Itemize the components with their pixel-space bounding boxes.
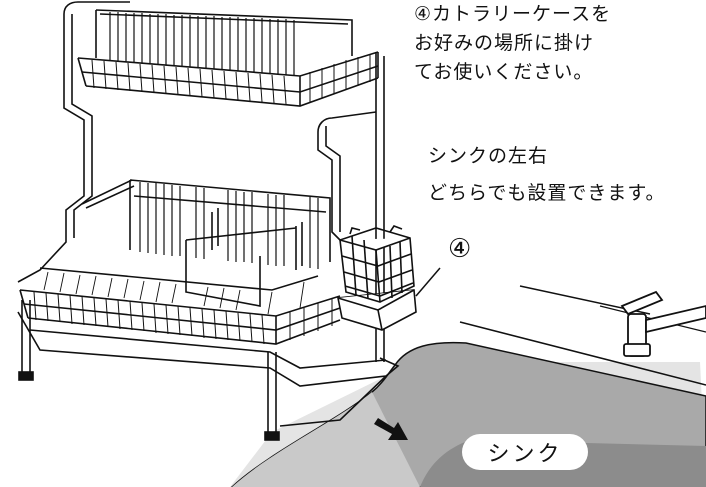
cutlery-case <box>337 225 417 331</box>
cutlery-caption: ④カトラリーケースを お好みの場所に掛け てお使いください。 <box>414 0 611 87</box>
counter-line-2 <box>459 321 706 386</box>
marker-leader-line <box>415 267 441 297</box>
placement-caption-line-1: シンクの左右 <box>428 145 549 167</box>
faucet <box>620 290 706 357</box>
upper-back-wires <box>109 12 295 76</box>
down-right-arrow <box>374 418 408 440</box>
placement-caption-line-2: どちらでも設置できます。 <box>428 182 666 204</box>
placement-caption: シンクの左右 どちらでも設置できます。 <box>428 138 666 212</box>
sink-label: シンク <box>462 434 588 470</box>
lower-tray-wires <box>33 291 333 345</box>
dish-rack <box>17 1 400 441</box>
lower-back-wires <box>139 182 319 269</box>
cutlery-caption-line-2: お好みの場所に掛け <box>414 32 595 54</box>
sink-lower-left-wall <box>232 392 420 487</box>
marker-number: ④ <box>448 234 472 264</box>
lower-floor-wires <box>43 271 305 315</box>
upper-tray-wires <box>91 54 371 105</box>
cutlery-caption-line-3: てお使いください。 <box>414 61 594 83</box>
cutlery-caption-line-1: ④カトラリーケースを <box>414 3 612 25</box>
